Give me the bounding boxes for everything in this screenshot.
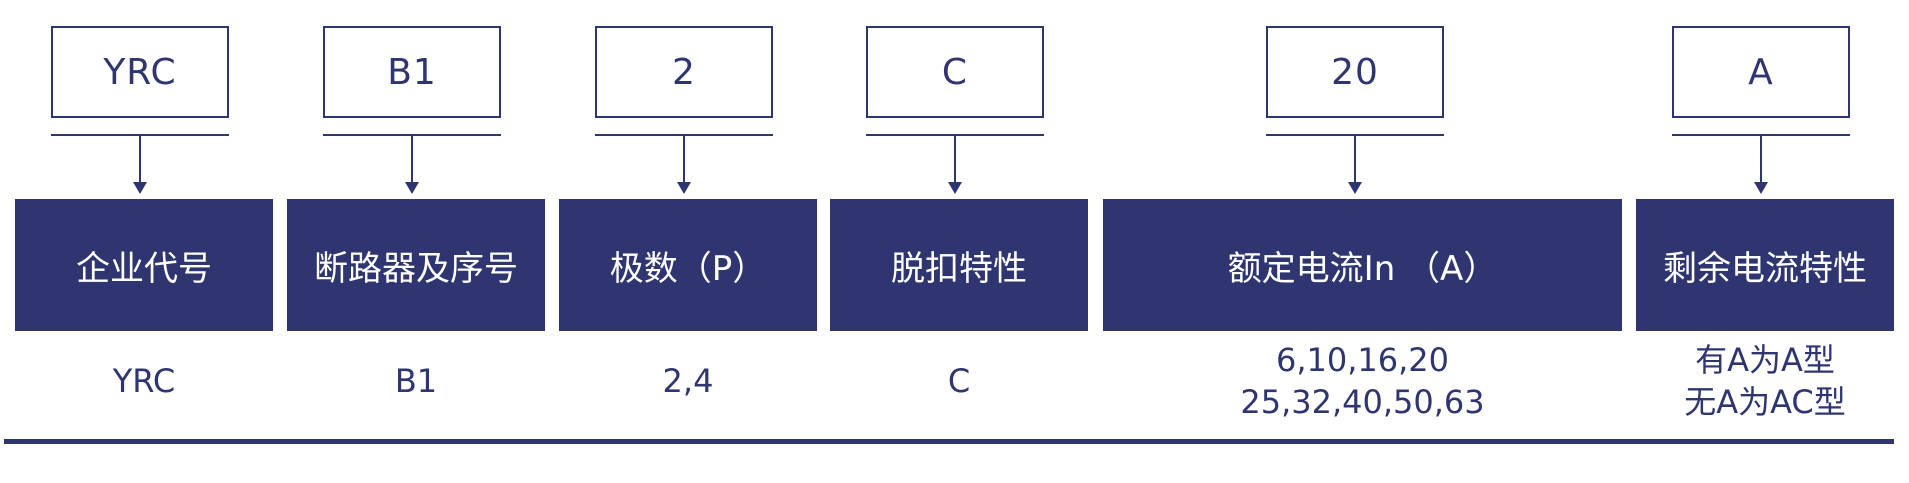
- value-line: C: [947, 362, 971, 400]
- header-label: 极数（P）: [609, 248, 767, 289]
- header-label: 脱扣特性: [891, 248, 1027, 289]
- header-box: 企业代号: [15, 199, 273, 331]
- values-cell: 有A为A型 无A为AC型: [1636, 336, 1894, 426]
- header-label: 剩余电流特性: [1663, 248, 1867, 289]
- arrow-stem: [1354, 135, 1356, 185]
- code-box: B1: [323, 26, 501, 118]
- column-breaker-series: B1 断路器及序号 B1: [287, 0, 545, 440]
- bottom-rule: [4, 439, 1894, 444]
- header-box: 断路器及序号: [287, 199, 545, 331]
- code-box: 2: [595, 26, 773, 118]
- code-box: YRC: [51, 26, 229, 118]
- arrow-stem: [411, 135, 413, 185]
- arrow-down-icon: [1754, 182, 1768, 194]
- value-line: YRC: [112, 362, 176, 400]
- values-cell: 2,4: [559, 336, 817, 426]
- header-box: 极数（P）: [559, 199, 817, 331]
- value-line: B1: [394, 362, 438, 400]
- arrow-stem: [139, 135, 141, 185]
- code-box: C: [866, 26, 1044, 118]
- code-label: C: [941, 51, 969, 93]
- code-label: 2: [672, 51, 696, 93]
- arrow-down-icon: [948, 182, 962, 194]
- column-trip-characteristic: C 脱扣特性 C: [830, 0, 1088, 440]
- value-line: 6,10,16,20: [1275, 341, 1450, 379]
- value-line: 25,32,40,50,63: [1240, 383, 1485, 421]
- code-label: 20: [1331, 51, 1379, 93]
- arrow-stem: [1760, 135, 1762, 185]
- column-residual-current: A 剩余电流特性 有A为A型 无A为AC型: [1636, 0, 1894, 440]
- values-cell: 6,10,16,20 25,32,40,50,63: [1103, 336, 1622, 426]
- arrow-down-icon: [405, 182, 419, 194]
- column-enterprise-code: YRC 企业代号 YRC: [15, 0, 273, 440]
- code-box: A: [1672, 26, 1850, 118]
- value-line: 有A为A型: [1695, 341, 1835, 379]
- arrow-stem: [954, 135, 956, 185]
- value-line: 无A为AC型: [1684, 383, 1846, 421]
- header-label: 断路器及序号: [314, 248, 518, 289]
- values-cell: C: [830, 336, 1088, 426]
- code-label: A: [1748, 51, 1774, 93]
- header-label: 企业代号: [76, 248, 212, 289]
- value-line: 2,4: [662, 362, 714, 400]
- header-label: 额定电流In （A）: [1227, 248, 1498, 289]
- arrow-down-icon: [133, 182, 147, 194]
- code-label: B1: [387, 51, 437, 93]
- code-box: 20: [1266, 26, 1444, 118]
- code-label: YRC: [103, 51, 177, 93]
- header-box: 剩余电流特性: [1636, 199, 1894, 331]
- header-box: 额定电流In （A）: [1103, 199, 1622, 331]
- arrow-down-icon: [1348, 182, 1362, 194]
- arrow-stem: [683, 135, 685, 185]
- values-cell: B1: [287, 336, 545, 426]
- arrow-down-icon: [677, 182, 691, 194]
- values-cell: YRC: [15, 336, 273, 426]
- column-poles: 2 极数（P） 2,4: [559, 0, 817, 440]
- column-rated-current: 20 额定电流In （A） 6,10,16,20 25,32,40,50,63: [1103, 0, 1622, 440]
- header-box: 脱扣特性: [830, 199, 1088, 331]
